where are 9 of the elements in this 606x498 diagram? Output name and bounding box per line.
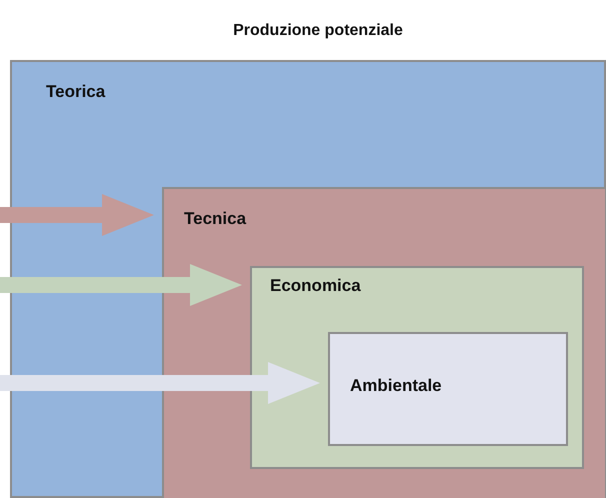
box-label: Teorica xyxy=(46,82,106,102)
nested-box xyxy=(250,266,584,469)
nested-box xyxy=(162,187,606,498)
diagram-title: Produzione potenziale xyxy=(232,22,404,40)
box-label: Tecnica xyxy=(184,209,246,229)
nested-box xyxy=(328,332,568,446)
nested-box xyxy=(10,60,606,498)
box-label: Economica xyxy=(270,276,361,296)
box-label: Ambientale xyxy=(350,376,442,396)
